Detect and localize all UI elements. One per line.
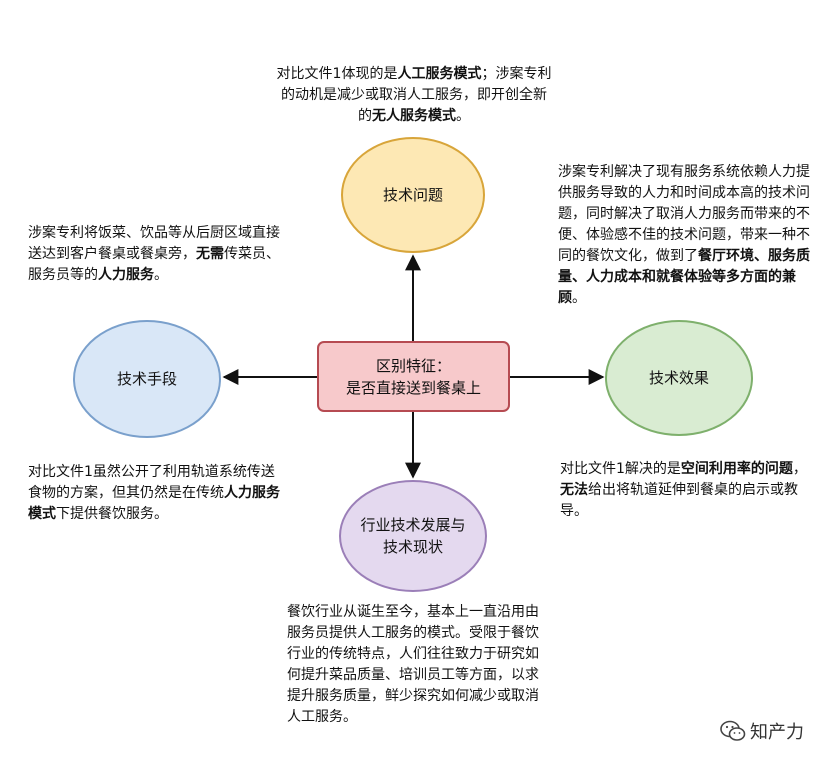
text-top: 对比文件1体现的是人工服务模式；涉案专利的动机是减少或取消人工服务，即开创全新的… (276, 64, 552, 127)
emphasis-text: 餐厅环境、服务质量、人力成本和就餐体验等多方面的兼顾 (558, 248, 810, 306)
watermark-label: 知产力 (750, 722, 804, 743)
emphasis-text: 人工服务模式 (397, 66, 482, 82)
text-segment: ， (792, 461, 807, 477)
node-technical-means: 技术手段 (73, 320, 221, 438)
emphasis-text: 人力服务 (98, 267, 154, 283)
node-label: 技术手段 (116, 370, 177, 388)
text-segment: ；涉案专利的动机是减少或取消人工服务，即开创全新的 (281, 66, 552, 124)
node-distinguishing-feature: 区别特征： 是否直接送到餐桌上 (317, 341, 510, 412)
wechat-icon (720, 720, 746, 741)
node-label: 技术效果 (648, 369, 709, 387)
node-industry-status: 行业技术发展与 技术现状 (339, 480, 487, 592)
text-segment: 给出将轨道延伸到餐桌的启示或教导。 (560, 482, 798, 519)
emphasis-text: 无需 (196, 246, 224, 262)
center-label-line-2: 是否直接送到餐桌上 (345, 378, 481, 397)
text-segment: 。 (456, 108, 470, 124)
emphasis-text: 无人服务模式 (372, 108, 456, 124)
emphasis-text: 无法 (560, 482, 588, 498)
text-bottom-right: 对比文件1解决的是空间利用率的问题， 无法给出将轨道延伸到餐桌的启示或教导。 (560, 459, 818, 522)
text-segment: 涉案专利解决了现有服务系统依赖人力提供服务导致的人力和时间成本高的技术问题，同时… (558, 164, 810, 264)
center-label-line-1: 区别特征： (375, 356, 451, 375)
text-segment: 对比文件1解决的是 (560, 461, 681, 477)
node-label-line-2: 技术现状 (382, 538, 443, 556)
text-segment: 下提供餐饮服务。 (56, 506, 168, 522)
emphasis-text: 空间利用率的问题 (680, 461, 793, 477)
watermark: 知产力 (720, 718, 804, 744)
node-technical-problem: 技术问题 (341, 137, 485, 253)
text-segment: 。 (154, 267, 168, 283)
node-label: 技术问题 (382, 186, 443, 204)
text-segment: 。 (572, 290, 586, 306)
text-bottom-left: 对比文件1虽然公开了利用轨道系统传送食物的方案，但其仍然是在传统人力服务模式下提… (28, 462, 284, 525)
text-segment: 餐饮行业从诞生至今，基本上一直沿用由服务员提供人工服务的模式。受限于餐饮行业的传… (287, 604, 539, 725)
text-bottom: 餐饮行业从诞生至今，基本上一直沿用由服务员提供人工服务的模式。受限于餐饮行业的传… (287, 602, 543, 728)
text-segment: 对比文件1虽然公开了利用轨道系统传送食物的方案，但其仍然是在传统 (28, 464, 275, 501)
text-segment: 涉案专利将饭菜、饮品等从后厨区域直接送达到客户餐桌或餐桌旁， (28, 225, 280, 262)
text-segment: 对比文件1体现的是 (276, 66, 398, 82)
node-label-line-1: 行业技术发展与 (360, 516, 466, 534)
node-technical-effect: 技术效果 (605, 320, 753, 436)
text-top-right: 涉案专利解决了现有服务系统依赖人力提供服务导致的人力和时间成本高的技术问题，同时… (558, 162, 814, 309)
text-segment: 传菜员、服务员等的 (28, 246, 280, 283)
emphasis-text: 人力服务模式 (28, 485, 280, 522)
text-top-left: 涉案专利将饭菜、饮品等从后厨区域直接送达到客户餐桌或餐桌旁，无需传菜员、服务员等… (28, 223, 283, 286)
